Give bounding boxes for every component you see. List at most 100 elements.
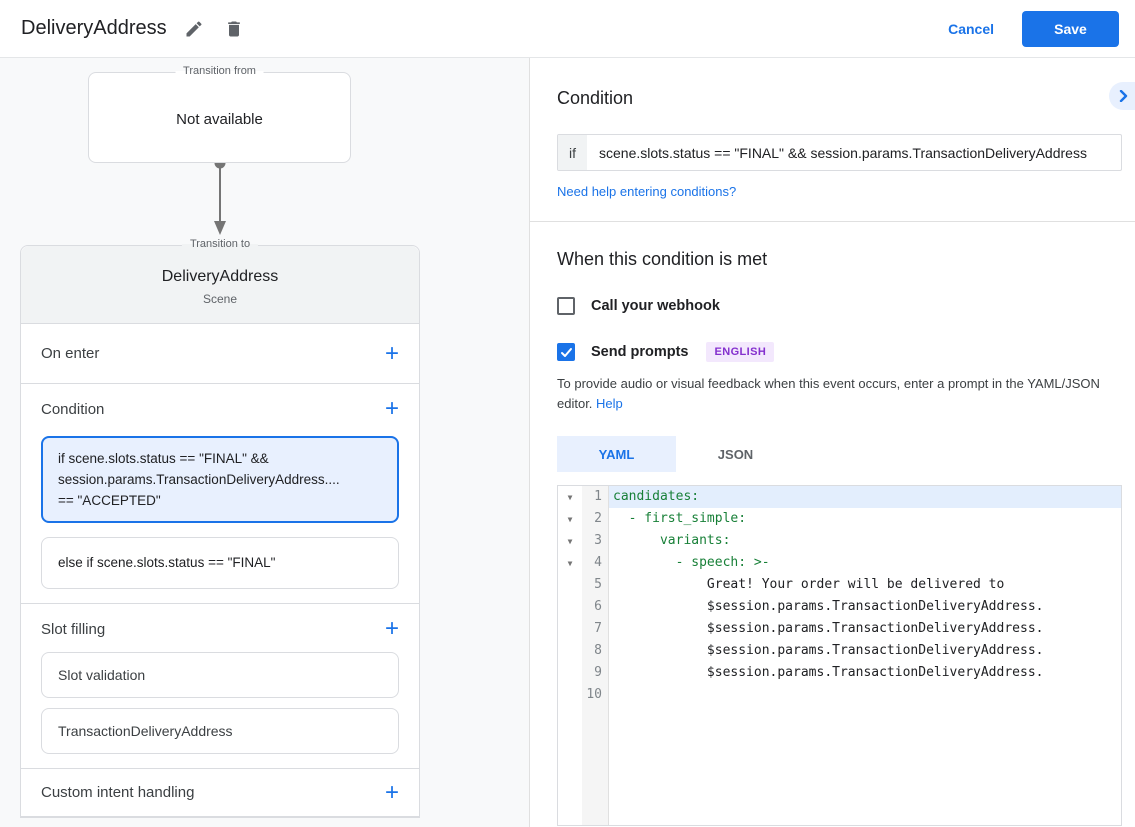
slot-card[interactable]: TransactionDeliveryAddress [41, 708, 399, 754]
custom-intent-section[interactable]: Custom intent handling + [21, 769, 419, 817]
transition-from-box[interactable]: Transition from Not available [88, 65, 351, 163]
condition-card-selected[interactable]: if scene.slots.status == "FINAL" && sess… [41, 436, 399, 523]
line-number: 9 [582, 662, 609, 684]
scene-type-label: Scene [202, 292, 238, 306]
slot-card[interactable]: Slot validation [41, 652, 399, 698]
help-link[interactable]: Help [596, 396, 623, 411]
condition-detail-pane: Condition if scene.slots.status == "FINA… [530, 58, 1135, 827]
cancel-button[interactable]: Cancel [948, 20, 994, 37]
when-met-title: When this condition is met [557, 249, 768, 269]
custom-intent-label: Custom intent handling [41, 784, 195, 801]
editor-tabs: YAML JSON [557, 436, 1122, 472]
line-number: 10 [582, 684, 609, 706]
tab-json[interactable]: JSON [717, 446, 754, 462]
line-number: 4 [582, 552, 609, 574]
slot-filling-label: Slot filling [41, 620, 106, 638]
transition-from-value: Not available [176, 111, 263, 128]
transition-arrow-icon [210, 157, 230, 241]
fold-gutter [558, 596, 582, 618]
line-number: 6 [582, 596, 609, 618]
on-enter-section[interactable]: On enter + [21, 324, 419, 384]
code-text[interactable]: $session.params.TransactionDeliveryAddre… [613, 643, 1044, 658]
send-prompts-checkbox[interactable] [557, 343, 575, 361]
line-number: 8 [582, 640, 609, 662]
webhook-checkbox[interactable] [557, 297, 575, 315]
transition-to-label: Transition to [181, 238, 259, 250]
condition-section-label: Condition [41, 400, 105, 418]
code-text[interactable]: $session.params.TransactionDeliveryAddre… [613, 621, 1044, 636]
prompt-description: To provide audio or visual feedback when… [557, 376, 1100, 411]
fold-toggle-icon[interactable]: ▼ [558, 486, 582, 508]
scene-diagram-pane: Transition from Not available Transition… [0, 58, 530, 827]
line-number: 7 [582, 618, 609, 640]
app-header: DeliveryAddress Cancel Save [0, 0, 1135, 58]
editor-line: 7 $session.params.TransactionDeliveryAdd… [558, 618, 1121, 640]
language-badge: ENGLISH [706, 342, 775, 362]
condition-card[interactable]: else if scene.slots.status == "FINAL" [41, 537, 399, 589]
fold-gutter [558, 618, 582, 640]
code-area[interactable] [609, 706, 1121, 825]
chevron-right-icon [1119, 90, 1128, 102]
code-text[interactable]: candidates: [609, 486, 1121, 508]
fold-gutter [558, 640, 582, 662]
line-number: 5 [582, 574, 609, 596]
scene-name: DeliveryAddress [161, 268, 279, 285]
send-prompts-row: Send prompts ENGLISH [557, 342, 1122, 362]
editor-line: 9 $session.params.TransactionDeliveryAdd… [558, 662, 1121, 684]
add-condition-icon[interactable]: + [384, 395, 399, 422]
scene-card: Transition to DeliveryAddress Scene On e… [20, 238, 420, 818]
code-text[interactable] [609, 684, 1121, 706]
page-title: DeliveryAddress [21, 17, 167, 39]
send-prompts-label: Send prompts [591, 344, 689, 360]
save-button[interactable]: Save [1022, 10, 1119, 47]
editor-line: 6 $session.params.TransactionDeliveryAdd… [558, 596, 1121, 618]
condition-expression-input[interactable]: if scene.slots.status == "FINAL" && sess… [557, 134, 1122, 171]
code-text[interactable]: Great! Your order will be delivered to [613, 577, 1005, 592]
code-text[interactable]: - speech: >- [613, 555, 770, 570]
edit-icon[interactable] [181, 16, 207, 42]
code-text[interactable]: variants: [613, 533, 731, 548]
editor-line: 5 Great! Your order will be delivered to [558, 574, 1121, 596]
editor-empty-area[interactable] [558, 706, 1121, 825]
line-number: 2 [582, 508, 609, 530]
conditions-help-link[interactable]: Need help entering conditions? [557, 184, 737, 199]
condition-panel-title: Condition [557, 88, 634, 108]
editor-line: 10 [558, 684, 1121, 706]
fold-gutter [558, 662, 582, 684]
tab-yaml[interactable]: YAML [557, 436, 676, 472]
main-content: Transition from Not available Transition… [0, 58, 1135, 827]
add-on-enter-icon[interactable]: + [384, 339, 399, 367]
webhook-label: Call your webhook [591, 298, 720, 314]
section-divider [530, 221, 1135, 222]
add-custom-intent-icon[interactable]: + [384, 778, 399, 806]
fold-toggle-icon[interactable]: ▼ [558, 530, 582, 552]
line-number: 1 [582, 486, 609, 508]
collapse-panel-button[interactable] [1109, 82, 1135, 110]
transition-from-label: Transition from [175, 65, 264, 77]
editor-line: 8 $session.params.TransactionDeliveryAdd… [558, 640, 1121, 662]
line-number: 3 [582, 530, 609, 552]
delete-icon[interactable] [221, 16, 247, 42]
code-text[interactable]: - first_simple: [613, 511, 747, 526]
line-number-gutter [582, 706, 609, 825]
code-text[interactable]: $session.params.TransactionDeliveryAddre… [613, 665, 1044, 680]
code-text[interactable]: $session.params.TransactionDeliveryAddre… [613, 599, 1044, 614]
condition-expression-value: scene.slots.status == "FINAL" && session… [599, 144, 1087, 161]
if-prefix: if [558, 135, 587, 170]
fold-gutter [558, 684, 582, 706]
fold-gutter [558, 706, 582, 825]
fold-gutter [558, 574, 582, 596]
editor-line: ▼2 - first_simple: [558, 508, 1121, 530]
fold-toggle-icon[interactable]: ▼ [558, 552, 582, 574]
check-icon [560, 347, 572, 357]
editor-line: ▼3 variants: [558, 530, 1121, 552]
on-enter-label: On enter [41, 345, 100, 362]
scene-card-header: DeliveryAddress Scene [21, 246, 419, 324]
add-slot-icon[interactable]: + [384, 615, 399, 642]
condition-section: Condition + if scene.slots.status == "FI… [21, 384, 419, 604]
webhook-row: Call your webhook [557, 297, 1122, 315]
fold-toggle-icon[interactable]: ▼ [558, 508, 582, 530]
